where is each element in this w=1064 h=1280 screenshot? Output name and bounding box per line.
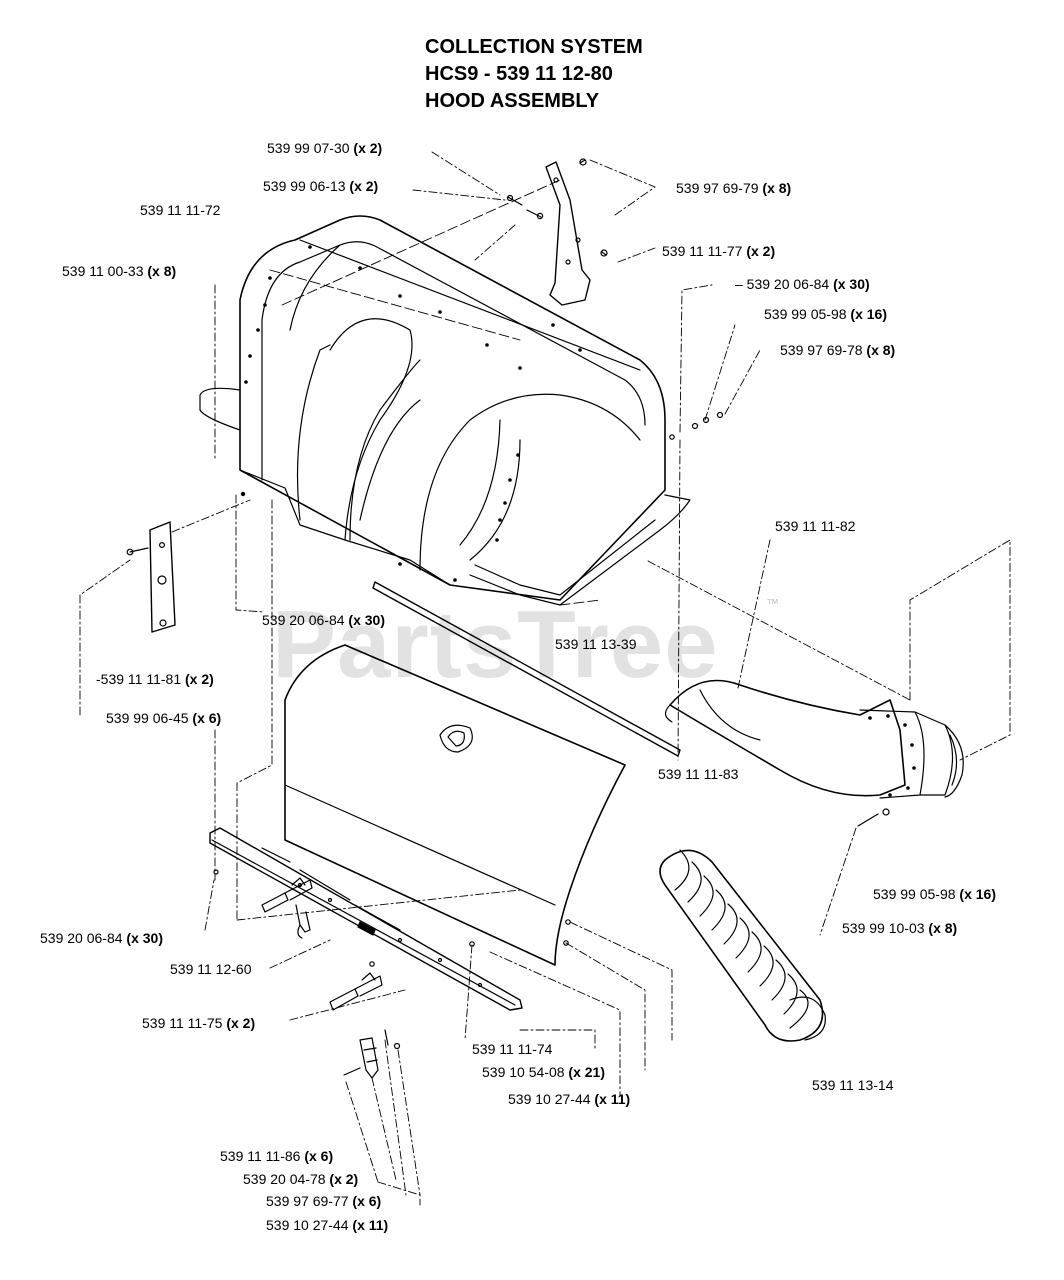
hood-part [199,215,691,606]
trademark-symbol: ™ [766,596,779,611]
hood-holes [240,245,582,582]
side-plate-part [126,521,176,633]
callout-label: 539 11 11-86 (x 6) [220,1148,334,1164]
callout-label: 539 11 11-75 (x 2) [142,1015,256,1031]
bracket-part [545,158,608,306]
callout-label: 539 97 69-78 (x 8) [780,342,896,358]
callout-label: 539 11 11-74 [472,1041,553,1057]
callout-label: 539 11 13-14 [812,1077,894,1093]
latch-assembly-upper [261,877,313,939]
diagram-title-system: COLLECTION SYSTEM [425,36,643,58]
callout-label: 539 99 06-13 (x 2) [263,178,379,194]
leader-lines [79,151,1011,1206]
callout-label: 539 99 06-45 (x 6) [106,710,222,726]
callout-label: 539 20 06-84 (x 30) [262,612,385,628]
callout-label: 539 11 11-77 (x 2) [662,243,776,259]
callout-label: 539 10 27-44 (x 11) [266,1217,389,1233]
door-panel-part [284,644,626,966]
elbow-bolt-holes [868,714,916,797]
elbow-chute-part [664,679,964,799]
bottom-rail-part [209,827,523,1011]
callout-label: 539 20 06-84 (x 30) [40,930,163,946]
callout-label: 539 97 69-77 (x 6) [266,1193,382,1209]
callout-label: 539 99 10-03 (x 8) [842,920,958,936]
small-bolts [213,194,890,1050]
callout-label: 539 99 05-98 (x 16) [873,886,996,902]
callout-label: 539 11 00-33 (x 8) [62,263,177,279]
callout-label: -539 11 11-81 (x 2) [96,671,214,687]
flex-hose-part [659,849,826,1042]
callout-label: 539 99 05-98 (x 16) [764,306,887,322]
callout-label: 539 11 11-82 [775,518,856,534]
callout-label: 539 11 11-72 [140,202,221,218]
callout-label: 539 10 54-08 (x 21) [482,1064,605,1080]
alignment-lines [269,179,601,606]
callout-label: 539 99 07-30 (x 2) [267,140,383,156]
callout-label: 539 11 13-39 [555,636,637,652]
callout-label: 539 10 27-44 (x 11) [508,1091,631,1107]
callout-label: 539 97 69-79 (x 8) [676,180,792,196]
callout-label: 539 11 12-60 [170,961,252,977]
callout-label: 539 20 04-78 (x 2) [243,1171,359,1187]
strip-part [372,581,681,757]
diagram-title-model: HCS9 - 539 11 12-80 [425,63,613,85]
latch-assembly-lower [329,972,389,1079]
callout-label: – 539 20 06-84 (x 30) [735,276,870,292]
callout-label: 539 11 11-83 [658,766,739,782]
diagram-title-assembly: HOOD ASSEMBLY [425,90,600,112]
parts-tree-watermark: PartsTree [272,591,719,698]
